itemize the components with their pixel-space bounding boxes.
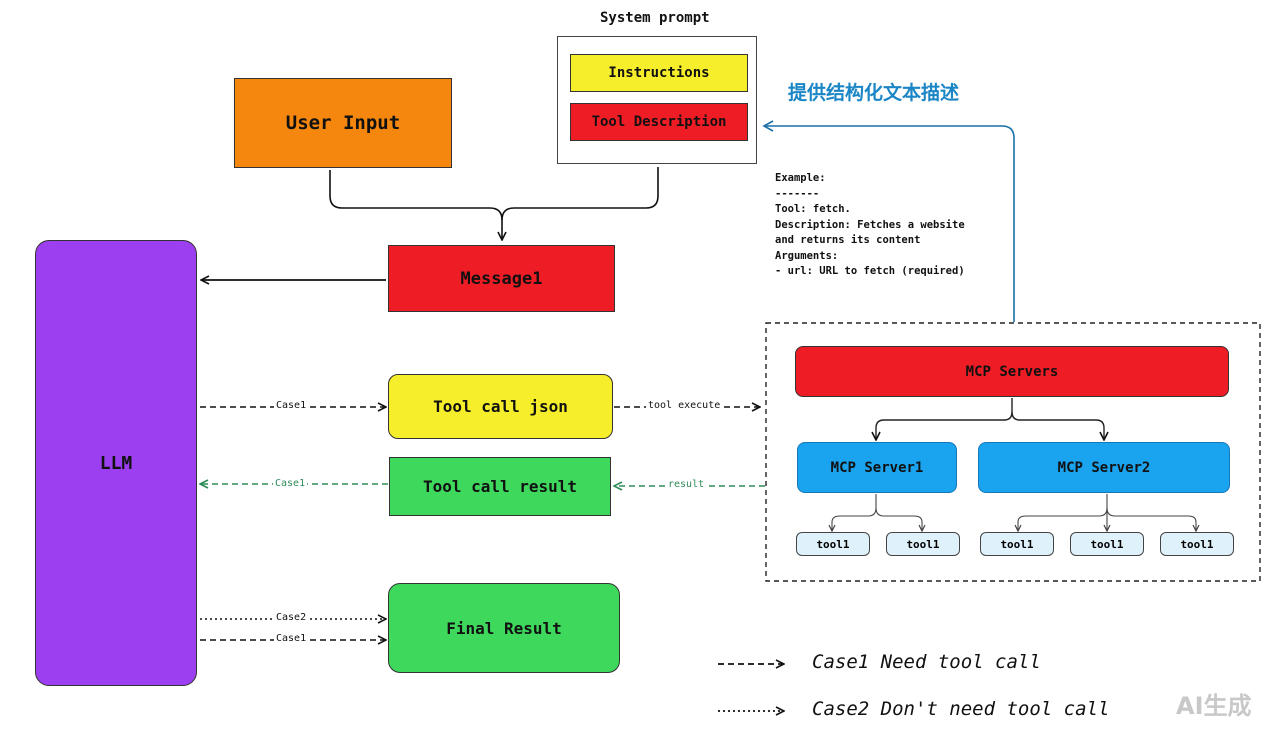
edge-user-input-merge — [329, 170, 502, 240]
legend-case2-label: Case2 Don't need tool call — [812, 698, 1110, 720]
tool-call-result-box: Tool call result — [389, 457, 611, 516]
tool-description-example: Example: ------- Tool: fetch. Descriptio… — [775, 171, 965, 280]
tool1-server2-b: tool1 — [1070, 532, 1144, 556]
mcp-server2-box: MCP Server2 — [978, 442, 1230, 493]
final-result-box: Final Result — [388, 583, 620, 673]
edge-mcp-servers-split — [876, 398, 1013, 440]
structured-description-annotation: 提供结构化文本描述 — [788, 82, 960, 104]
message1-box: Message1 — [388, 245, 615, 312]
example-line: ------- — [775, 187, 820, 200]
tool1-server2-c: tool1 — [1160, 532, 1234, 556]
llm-box: LLM — [35, 240, 197, 686]
tool-description-box: Tool Description — [570, 103, 748, 141]
edge-label-case1-final: Case1 — [274, 633, 309, 644]
example-line: Arguments: — [775, 249, 839, 262]
edge-label-case1-result: Case1 — [273, 478, 308, 489]
tool-call-json-box: Tool call json — [388, 374, 613, 439]
edge-label-tool-execute: tool execute — [646, 400, 723, 411]
mcp-server1-box: MCP Server1 — [797, 442, 957, 493]
edge-label-result: result — [666, 479, 707, 490]
legend-case1-label: Case1 Need tool call — [812, 651, 1041, 673]
example-line: Description: Fetches a website — [775, 218, 965, 231]
tool1-server1-b: tool1 — [886, 532, 960, 556]
example-line: Tool: fetch. — [775, 203, 851, 215]
example-line: Example: — [775, 172, 826, 184]
edge-system-prompt-merge — [501, 167, 659, 221]
example-line: - url: URL to fetch (required) — [775, 265, 965, 277]
example-line: and returns its content — [775, 234, 921, 246]
user-input-box: User Input — [234, 78, 452, 168]
instructions-box: Instructions — [570, 54, 748, 92]
system-prompt-title: System prompt — [600, 10, 710, 26]
edge-label-case2-final: Case2 — [274, 612, 309, 623]
edge-label-case1-json: Case1 — [274, 400, 309, 411]
mcp-group-frame — [765, 322, 1261, 582]
ai-generated-watermark: AI生成 — [1176, 692, 1252, 720]
edge-mcp-to-system-prompt — [762, 120, 1015, 322]
tool1-server2-a: tool1 — [980, 532, 1054, 556]
tool1-server1-a: tool1 — [796, 532, 870, 556]
mcp-servers-box: MCP Servers — [795, 346, 1229, 397]
